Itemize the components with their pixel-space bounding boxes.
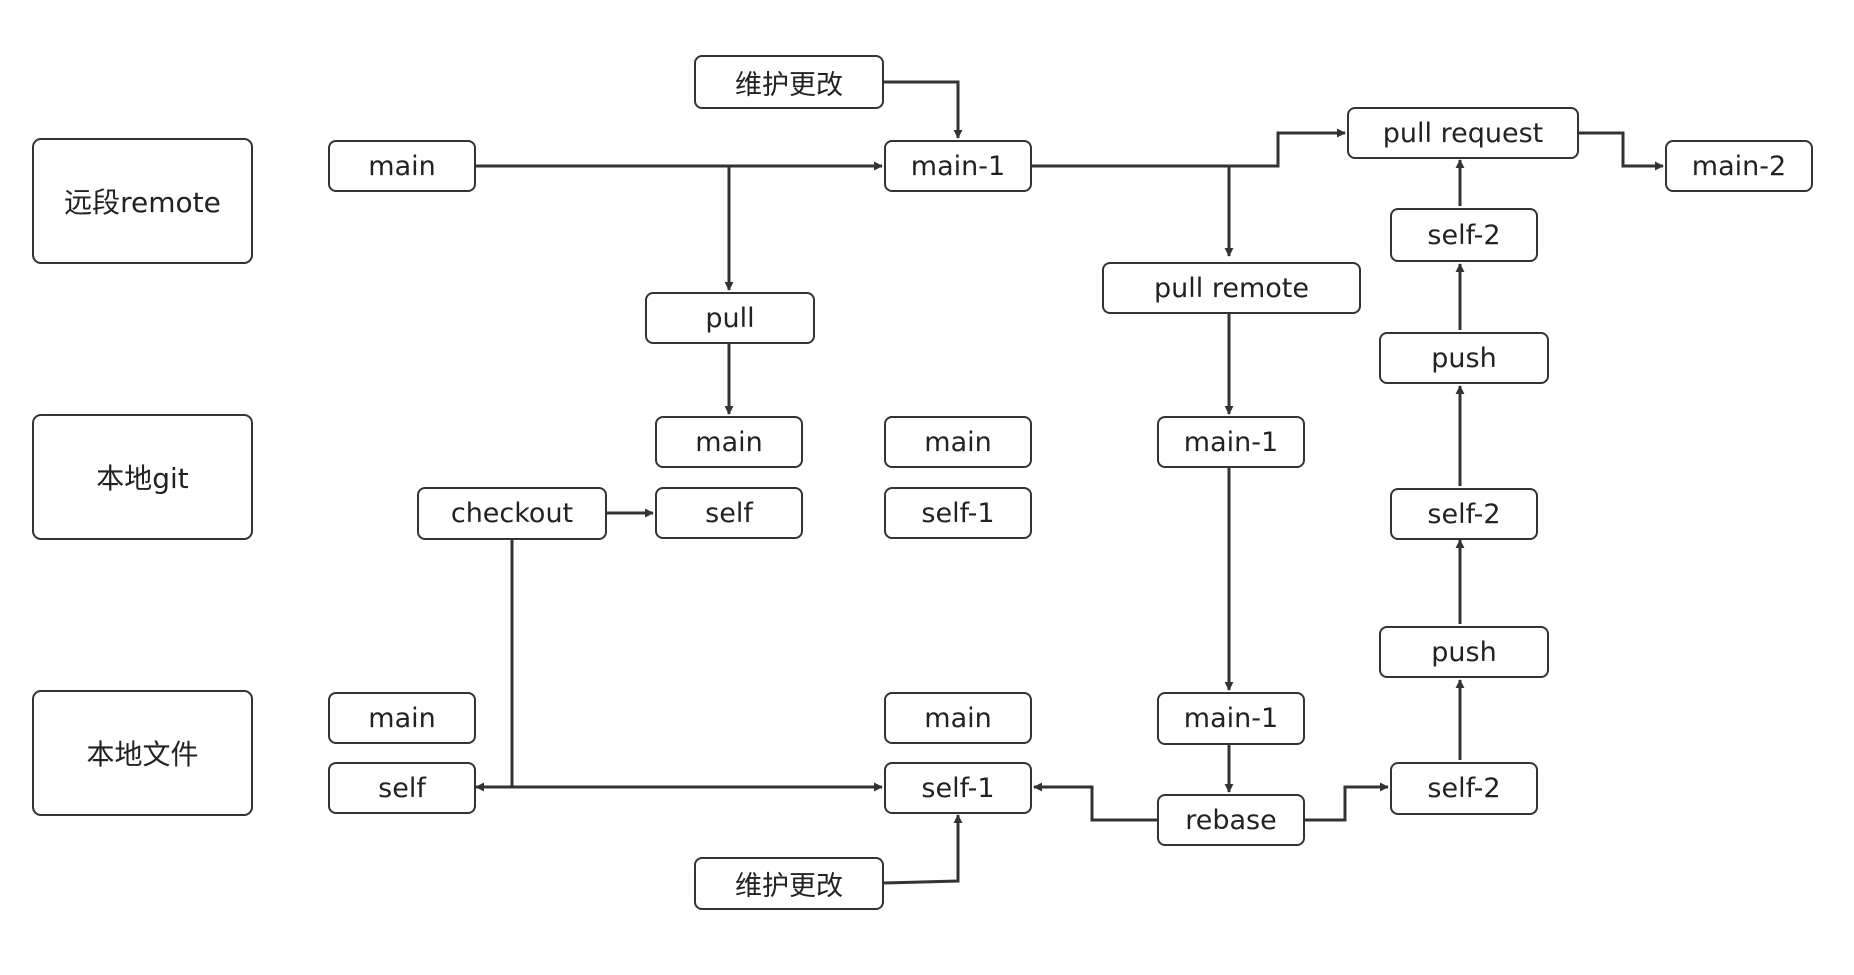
file-main-1: main-1 — [1157, 692, 1305, 745]
file-main-b: main — [884, 692, 1032, 744]
push-step-upper: push — [1379, 332, 1549, 384]
checkout-step: checkout — [417, 487, 607, 540]
edge-pullrequest-to-main2 — [1579, 131, 1664, 171]
edge-checkout-to-fileself — [475, 540, 514, 792]
edge-maintain-to-main1 — [884, 80, 963, 139]
lane-local-git: 本地git — [32, 414, 253, 540]
pull-request: pull request — [1347, 107, 1579, 159]
remote-main: main — [328, 140, 476, 192]
pull-remote-step: pull remote — [1102, 262, 1361, 314]
file-main-a: main — [328, 692, 476, 744]
push-step-lower: push — [1379, 626, 1549, 678]
file-self-2: self-2 — [1390, 762, 1538, 815]
edge-rebase-to-self2 — [1302, 782, 1389, 822]
git-self: self — [655, 487, 803, 539]
maintain-changes-bottom: 维护更改 — [694, 857, 884, 910]
git-self-1: self-1 — [884, 487, 1032, 539]
lane-remote: 远段remote — [32, 138, 253, 264]
git-self-2: self-2 — [1390, 488, 1538, 540]
file-self-1: self-1 — [884, 762, 1032, 814]
git-main-b: main — [884, 416, 1032, 468]
remote-main-1: main-1 — [884, 140, 1032, 192]
git-main-a: main — [655, 416, 803, 468]
rebase-step: rebase — [1157, 794, 1305, 846]
self-2-upper: self-2 — [1390, 208, 1538, 262]
edge-maintain-to-self1 — [883, 814, 963, 885]
edge-rebase-to-self1 — [1033, 782, 1157, 822]
maintain-changes-top: 维护更改 — [694, 55, 884, 109]
pull-step: pull — [645, 292, 815, 344]
lane-local-files: 本地文件 — [32, 690, 253, 816]
remote-main-2: main-2 — [1665, 140, 1813, 192]
file-self: self — [328, 762, 476, 814]
edge-main1-to-pullrequest — [1032, 128, 1346, 168]
git-main-1: main-1 — [1157, 416, 1305, 468]
